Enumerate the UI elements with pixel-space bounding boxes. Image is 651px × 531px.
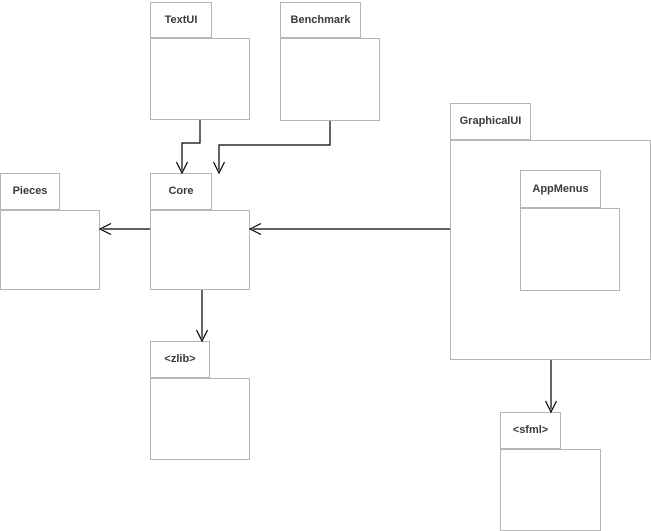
package-sfml-body[interactable]: [500, 449, 601, 531]
package-pieces-label: Pieces: [12, 185, 48, 197]
package-zlib-label: <zlib>: [164, 353, 196, 365]
package-graphicalui-label: GraphicalUI: [459, 115, 522, 127]
arrowhead: [195, 329, 209, 343]
package-benchmark-tab[interactable]: Benchmark: [280, 2, 361, 38]
arrowhead: [248, 222, 262, 236]
package-appmenus-tab[interactable]: AppMenus: [520, 170, 601, 208]
package-textui-body[interactable]: [150, 38, 250, 120]
edge-graphicalui-core: [248, 222, 450, 236]
package-core-body[interactable]: [150, 210, 250, 290]
edge-core-pieces: [98, 222, 150, 236]
arrowhead: [544, 400, 558, 414]
package-core-label: Core: [168, 185, 194, 197]
package-core-tab[interactable]: Core: [150, 173, 212, 210]
package-benchmark-label: Benchmark: [290, 13, 351, 26]
arrowhead: [212, 161, 226, 175]
package-zlib-tab[interactable]: <zlib>: [150, 341, 210, 378]
package-pieces-body[interactable]: [0, 210, 100, 290]
package-appmenus-body[interactable]: [520, 208, 620, 291]
arrowhead: [98, 222, 112, 236]
edge-benchmark-core: [212, 121, 331, 175]
edge-graphicalui-sfml: [544, 360, 558, 414]
edge-textui-core: [175, 120, 201, 175]
package-textui-tab[interactable]: TextUI: [150, 2, 212, 38]
package-sfml-label: <sfml>: [512, 424, 549, 436]
arrowhead: [175, 161, 189, 175]
package-benchmark-body[interactable]: [280, 38, 380, 121]
package-sfml-tab[interactable]: <sfml>: [500, 412, 561, 449]
package-zlib-body[interactable]: [150, 378, 250, 460]
package-textui-label: TextUI: [164, 13, 198, 26]
package-graphicalui-tab[interactable]: GraphicalUI: [450, 103, 531, 140]
package-pieces-tab[interactable]: Pieces: [0, 173, 60, 210]
package-appmenus-label: AppMenus: [532, 182, 589, 195]
edge-core-zlib: [195, 290, 209, 343]
